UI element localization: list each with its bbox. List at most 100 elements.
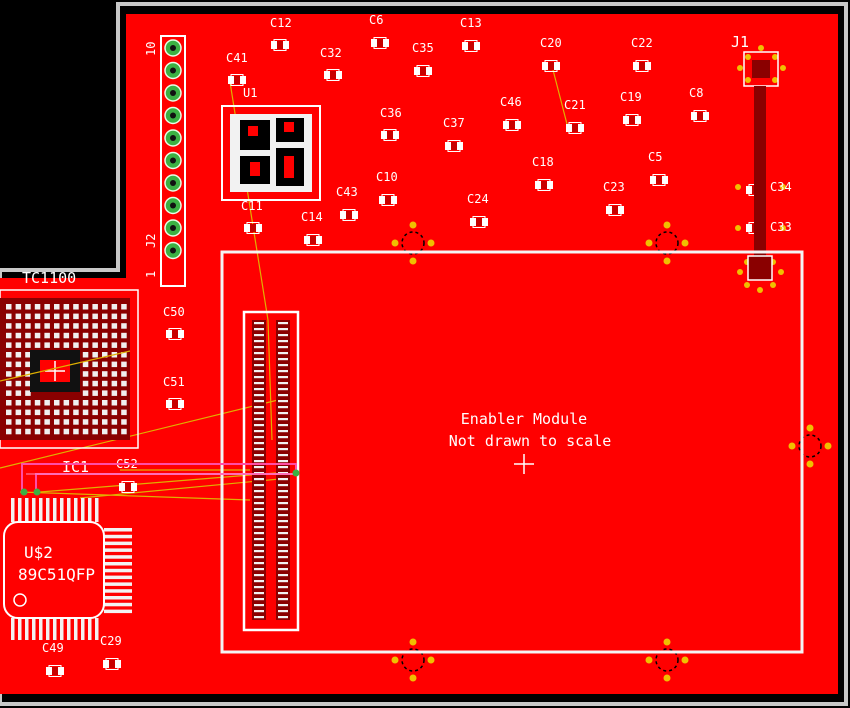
bga-ball — [92, 304, 98, 310]
capacitor-label: C50 — [163, 305, 185, 319]
bga-ball — [121, 304, 127, 310]
bga-ball — [112, 410, 118, 416]
bga-ball — [92, 390, 98, 396]
via-dot — [757, 287, 763, 293]
bga-ball — [112, 333, 118, 339]
header-pin — [165, 108, 181, 124]
bga-ball — [6, 410, 12, 416]
bga-ball — [54, 410, 60, 416]
bga-ball — [16, 362, 22, 368]
via-dot — [758, 45, 764, 51]
bga-ball — [112, 304, 118, 310]
via-dot — [21, 489, 28, 496]
capacitor-label: C20 — [540, 36, 562, 50]
bga-ball — [112, 362, 118, 368]
bga-ball — [35, 400, 41, 406]
capacitor-label: C36 — [380, 106, 402, 120]
bga-ball — [54, 419, 60, 425]
bga-ball — [35, 410, 41, 416]
bga-ball — [121, 390, 127, 396]
bga-ball — [83, 429, 89, 435]
capacitor-label: C19 — [620, 90, 642, 104]
bga-ball — [121, 314, 127, 320]
u2-value-label: 89C51QFP — [18, 565, 95, 584]
bga-ball — [64, 333, 70, 339]
capacitor-label: C18 — [532, 155, 554, 169]
bga-ball — [44, 400, 50, 406]
bga-ball — [16, 333, 22, 339]
bga-ball — [112, 323, 118, 329]
bga-ball — [64, 314, 70, 320]
via-dot — [737, 65, 743, 71]
bga-ball — [102, 390, 108, 396]
via-dot — [772, 77, 778, 83]
bga-ball — [54, 314, 60, 320]
module-title: Enabler Module — [461, 410, 587, 428]
bga-ball — [121, 400, 127, 406]
bga-ball — [44, 333, 50, 339]
capacitor-label: C46 — [500, 95, 522, 109]
bga-ball — [16, 352, 22, 358]
bga-ball — [73, 333, 79, 339]
bga-ball — [64, 400, 70, 406]
bga-ball — [25, 419, 31, 425]
bga-ball — [35, 429, 41, 435]
bga-ball — [54, 304, 60, 310]
bga-ball — [64, 304, 70, 310]
via-dot — [778, 269, 784, 275]
bga-ball — [121, 410, 127, 416]
bga-ball — [121, 333, 127, 339]
bga-ball — [25, 390, 31, 396]
capacitor-label: C6 — [369, 13, 383, 27]
header-pin — [165, 198, 181, 214]
bga-ball — [73, 400, 79, 406]
capacitor-label: C41 — [226, 51, 248, 65]
capacitor-label: C23 — [603, 180, 625, 194]
capacitor-label: C5 — [648, 150, 662, 164]
via-dot — [34, 489, 41, 496]
bga-ball — [35, 342, 41, 348]
bga-ball — [73, 314, 79, 320]
bga-ball — [35, 304, 41, 310]
bga-ball — [92, 352, 98, 358]
capacitor-label: C22 — [631, 36, 653, 50]
bga-ball — [44, 419, 50, 425]
bga-ball — [54, 429, 60, 435]
bga-ball — [83, 419, 89, 425]
via-dot — [770, 282, 776, 288]
bga-ball — [6, 429, 12, 435]
bga-ball — [102, 362, 108, 368]
capacitor-label: C43 — [336, 185, 358, 199]
header-pin — [165, 243, 181, 259]
bga-ball — [6, 323, 12, 329]
tc1100-ref-label: TC1100 — [22, 269, 76, 287]
bga-ball — [6, 352, 12, 358]
bga-ball — [83, 390, 89, 396]
j2-ref-label: J2 — [144, 234, 158, 248]
bga-ball — [83, 400, 89, 406]
bga-ball — [92, 419, 98, 425]
bga-ball — [121, 362, 127, 368]
bga-ball — [44, 304, 50, 310]
bga-ball — [35, 333, 41, 339]
via-dot — [293, 470, 300, 477]
bga-ball — [92, 429, 98, 435]
bga-ball — [25, 400, 31, 406]
header-pin — [165, 40, 181, 56]
capacitor-label: C37 — [443, 116, 465, 130]
bga-ball — [83, 371, 89, 377]
capacitor-label: C49 — [42, 641, 64, 655]
via-dot — [735, 184, 741, 190]
capacitor-label: C14 — [301, 210, 323, 224]
bga-ball — [102, 371, 108, 377]
module-subtitle: Not drawn to scale — [449, 432, 612, 450]
capacitor-label: C8 — [689, 86, 703, 100]
bga-ball — [6, 371, 12, 377]
header-pin — [165, 220, 181, 236]
capacitor-label: C29 — [100, 634, 122, 648]
bga-ball — [64, 342, 70, 348]
bga-ball — [25, 314, 31, 320]
bga-ball — [73, 323, 79, 329]
capacitor-label: C34 — [770, 180, 792, 194]
